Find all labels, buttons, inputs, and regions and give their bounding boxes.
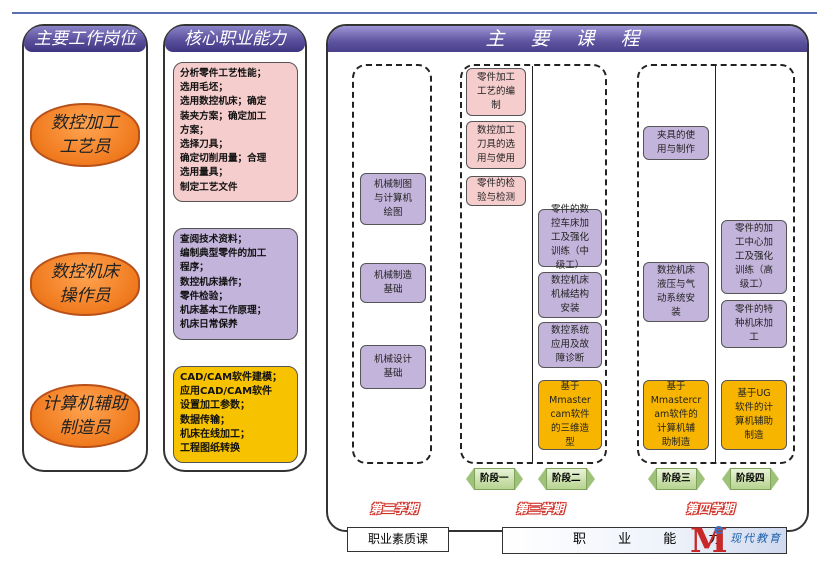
professional-ability-bar: 职 业 能 力 [502, 527, 787, 554]
role-machine-operator: 数控机床 操作员 [30, 252, 140, 316]
course-machining-center: 零件的加 工中心加 工及强化 训练（高 级工） [721, 220, 787, 294]
role-cam-operator: 计算机辅助 制造员 [30, 384, 140, 448]
stage-two: 阶段二 [538, 468, 595, 490]
semester-four-label: 第四学期 [685, 502, 734, 516]
jobs-header: 主要工作岗位 [24, 26, 146, 52]
course-mechanical-structure: 数控机床 机械结构 安装 [538, 272, 602, 318]
ability-block-process: 分析零件工艺性能； 选用毛坯； 选用数控机床；确定 装夹方案；确定加工 方案； … [173, 62, 298, 202]
course-group-semester4 [637, 64, 795, 464]
semester-three-label: 第三学期 [515, 502, 564, 516]
stage-arrow-left [648, 468, 656, 490]
course-special-machining: 零件的特 种机床加 工 [721, 300, 787, 348]
course-mastercam-modeling: 基于 Mmaster cam软件 的三维造 型 [538, 380, 602, 450]
top-divider-line [12, 12, 817, 14]
stage-four: 阶段四 [722, 468, 779, 490]
semester-two-label: 第二学期 [369, 502, 418, 516]
stage-arrow-left [538, 468, 546, 490]
logo-text: 现代教育 [730, 532, 782, 545]
course-mastercam-cam: 基于 Mmastercr am软件的 计算机辅 助制造 [643, 380, 709, 450]
courses-header: 主 要 课 程 [328, 26, 807, 52]
course-hydraulics: 数控机床 液压与气 动系统安 装 [643, 262, 709, 322]
abilities-header: 核心职业能力 [165, 26, 305, 52]
stage-arrow-right [770, 468, 779, 490]
course-lathe-training: 零件的数 控车床加 工及强化 训练（中 级工） [538, 204, 602, 271]
course-control-system: 数控系统 应用及故 障诊断 [538, 322, 602, 368]
stage-arrow-right [514, 468, 523, 490]
logo-mark-e: e [714, 522, 724, 538]
ability-block-cam: CAD/CAM软件建模； 应用CAD/CAM软件 设置加工参数； 数据传输； 机… [173, 366, 298, 463]
course-ug-cam: 基于UG 软件的计 算机辅助 制造 [721, 380, 787, 450]
course-fixture: 夹具的使 用与制作 [643, 126, 709, 160]
stage-three: 阶段三 [648, 468, 705, 490]
stage-arrow-right [696, 468, 705, 490]
logo-mark-m: M [690, 521, 728, 561]
ability-block-operation: 查阅技术资料； 编制典型零件的加工 程序； 数控机床操作； 零件检验； 机床基本… [173, 228, 298, 340]
professional-quality-courses-label: 职业素质课 [347, 527, 449, 552]
course-inspection: 零件的检 验与检测 [466, 176, 526, 206]
stage-arrow-right [586, 468, 595, 490]
course-group-semester3 [460, 64, 607, 464]
logo: M e 现代教育 [690, 522, 820, 562]
stage-arrow-left [466, 468, 474, 490]
group4-divider [715, 66, 716, 462]
course-process-planning: 零件加工 工艺的编 制 [466, 68, 526, 116]
course-manufacturing-basics: 机械制造 基础 [360, 263, 426, 303]
stage-one: 阶段一 [466, 468, 523, 490]
group3-divider [532, 66, 533, 462]
course-mechanical-design: 机械设计 基础 [360, 345, 426, 389]
role-process-engineer: 数控加工 工艺员 [30, 103, 140, 167]
stage-arrow-left [722, 468, 730, 490]
course-group-semester2 [352, 64, 432, 464]
course-mechanical-drawing: 机械制图 与计算机 绘图 [360, 173, 426, 225]
course-tool-selection: 数控加工 刀具的选 用与使用 [466, 121, 526, 169]
